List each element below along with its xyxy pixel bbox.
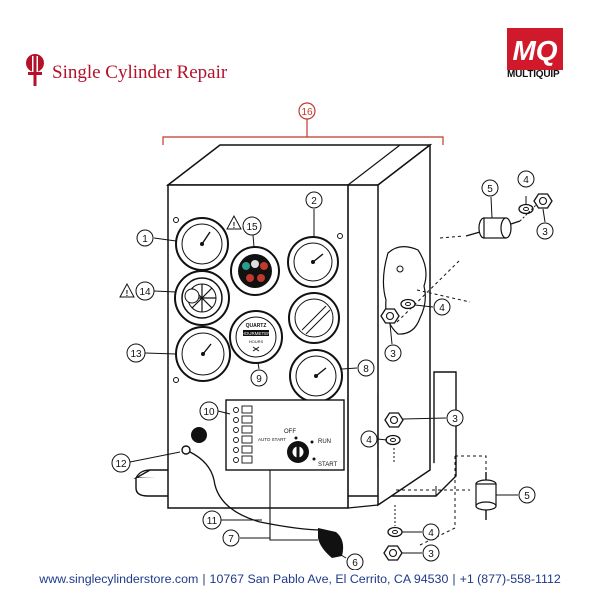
callout-11: 11 [202, 510, 262, 530]
svg-text:6: 6 [352, 558, 358, 569]
svg-text:11: 11 [207, 516, 218, 527]
footer-website-link[interactable]: www.singlecylinderstore.com [39, 572, 199, 586]
emergency-stop-button [191, 427, 207, 443]
svg-text:1: 1 [142, 234, 148, 245]
footer-address: 10767 San Pablo Ave, El Cerrito, CA 9453… [209, 572, 449, 586]
ignition-panel: OFF AUTO START RUN START [225, 399, 345, 471]
callout-3d: 3 [402, 544, 440, 562]
gauge-2-oil-pressure [287, 236, 339, 288]
svg-text:7: 7 [228, 534, 234, 545]
manufacturer-name: MULTIQUIP [507, 69, 560, 80]
callout-10: 10 [199, 401, 231, 421]
callout-4c: 4 [360, 430, 388, 448]
svg-text:5: 5 [487, 184, 493, 195]
svg-text:15: 15 [246, 222, 258, 233]
single-cylinder-repair-logo[interactable]: Single Cylinder Repair [24, 52, 254, 92]
svg-text:3: 3 [452, 414, 458, 425]
vibration-mount-lower [475, 472, 497, 520]
washer-lower [387, 526, 403, 538]
callout-16-bracket: 16 [162, 102, 444, 145]
nut-side [380, 308, 400, 324]
gauge-1-tachometer [175, 217, 229, 271]
gauge-8-water-temp [289, 349, 343, 403]
callout-3a: 3 [536, 208, 554, 240]
callout-3b: 3 [384, 323, 402, 362]
switch-start-label: START [318, 462, 337, 468]
mq-logo-mark: MQ [507, 28, 563, 70]
svg-text:!: ! [126, 289, 129, 298]
svg-text:14: 14 [139, 287, 151, 298]
callout-15: 15 [242, 216, 262, 248]
washer-base-right [385, 434, 401, 446]
nut-lower [383, 545, 403, 561]
callout-9: 9 [250, 362, 268, 387]
gauge-13-voltmeter [175, 326, 231, 382]
callout-2: 2 [305, 191, 323, 236]
washer-side [400, 298, 416, 310]
multiquip-logo[interactable]: MQ MULTIQUIP [505, 28, 595, 84]
svg-text:4: 4 [428, 528, 434, 539]
warning-triangle-15: ! [226, 214, 242, 230]
callout-1: 1 [136, 229, 177, 247]
header: Single Cylinder Repair MQ MULTIQUIP [0, 0, 600, 100]
gauge-blank [288, 292, 340, 344]
svg-text:3: 3 [390, 349, 396, 360]
hourmeter-quartz-label: QUARTZ [246, 323, 267, 329]
svg-text:4: 4 [439, 303, 445, 314]
hourmeter-label: HOURMETER [242, 331, 272, 336]
gauge-14-circuit-breaker [174, 270, 230, 326]
svg-text:10: 10 [203, 407, 215, 418]
nut-upper-right [533, 193, 553, 209]
control-box-exploded-diagram: 16 [111, 102, 554, 570]
svg-text:4: 4 [523, 175, 529, 186]
svg-text:5: 5 [524, 491, 530, 502]
callout-13: 13 [126, 343, 177, 363]
svg-text:3: 3 [542, 227, 548, 238]
svg-text:13: 13 [130, 349, 142, 360]
warning-triangle-14: ! [119, 282, 135, 298]
callout-7: 7 [222, 529, 270, 547]
callout-12: 12 [111, 451, 181, 473]
piston-icon [26, 54, 44, 86]
svg-text:2: 2 [311, 196, 317, 207]
gauge-15-indicator-lights [230, 246, 280, 296]
footer-separator: | [452, 572, 456, 586]
svg-text:4: 4 [366, 435, 372, 446]
callout-4b: 4 [414, 298, 451, 316]
brand-name: Single Cylinder Repair [52, 62, 228, 83]
callout-6: 6 [335, 551, 364, 570]
svg-text:8: 8 [363, 364, 369, 375]
footer: www.singlecylinderstore.com|10767 San Pa… [0, 572, 600, 594]
callout-14: 14 [135, 281, 177, 301]
washer-upper-right [518, 203, 534, 215]
switch-off-label: OFF [284, 429, 296, 435]
switch-auto-start-label: AUTO START [258, 437, 286, 442]
nut-base-right [384, 412, 404, 428]
svg-text:12: 12 [115, 459, 127, 470]
switch-run-label: RUN [318, 439, 331, 445]
hourmeter-hours-label: HOURS [249, 339, 264, 344]
callout-5b: 5 [496, 486, 536, 504]
gauge-9-hourmeter: QUARTZ HOURMETER HOURS [229, 310, 283, 364]
callouts: 1 2 3 4 5 4 3 3 4 5 4 3 6 7 8 9 10 11 12… [111, 170, 554, 570]
svg-text:3: 3 [428, 549, 434, 560]
footer-separator: | [202, 572, 206, 586]
callout-5a: 5 [481, 179, 499, 219]
callout-4a: 4 [517, 170, 535, 204]
footer-phone[interactable]: +1 (877)-558-1112 [459, 572, 561, 586]
vibration-mount-upper [465, 217, 521, 239]
callout-3c: 3 [402, 409, 464, 427]
svg-text:!: ! [233, 221, 236, 230]
callout-16-label: 16 [301, 107, 313, 118]
svg-text:9: 9 [256, 374, 262, 385]
callout-8: 8 [341, 359, 375, 377]
callout-4d: 4 [402, 523, 440, 541]
mq-logo-text: MQ [512, 35, 557, 66]
ground-wire [181, 445, 344, 558]
